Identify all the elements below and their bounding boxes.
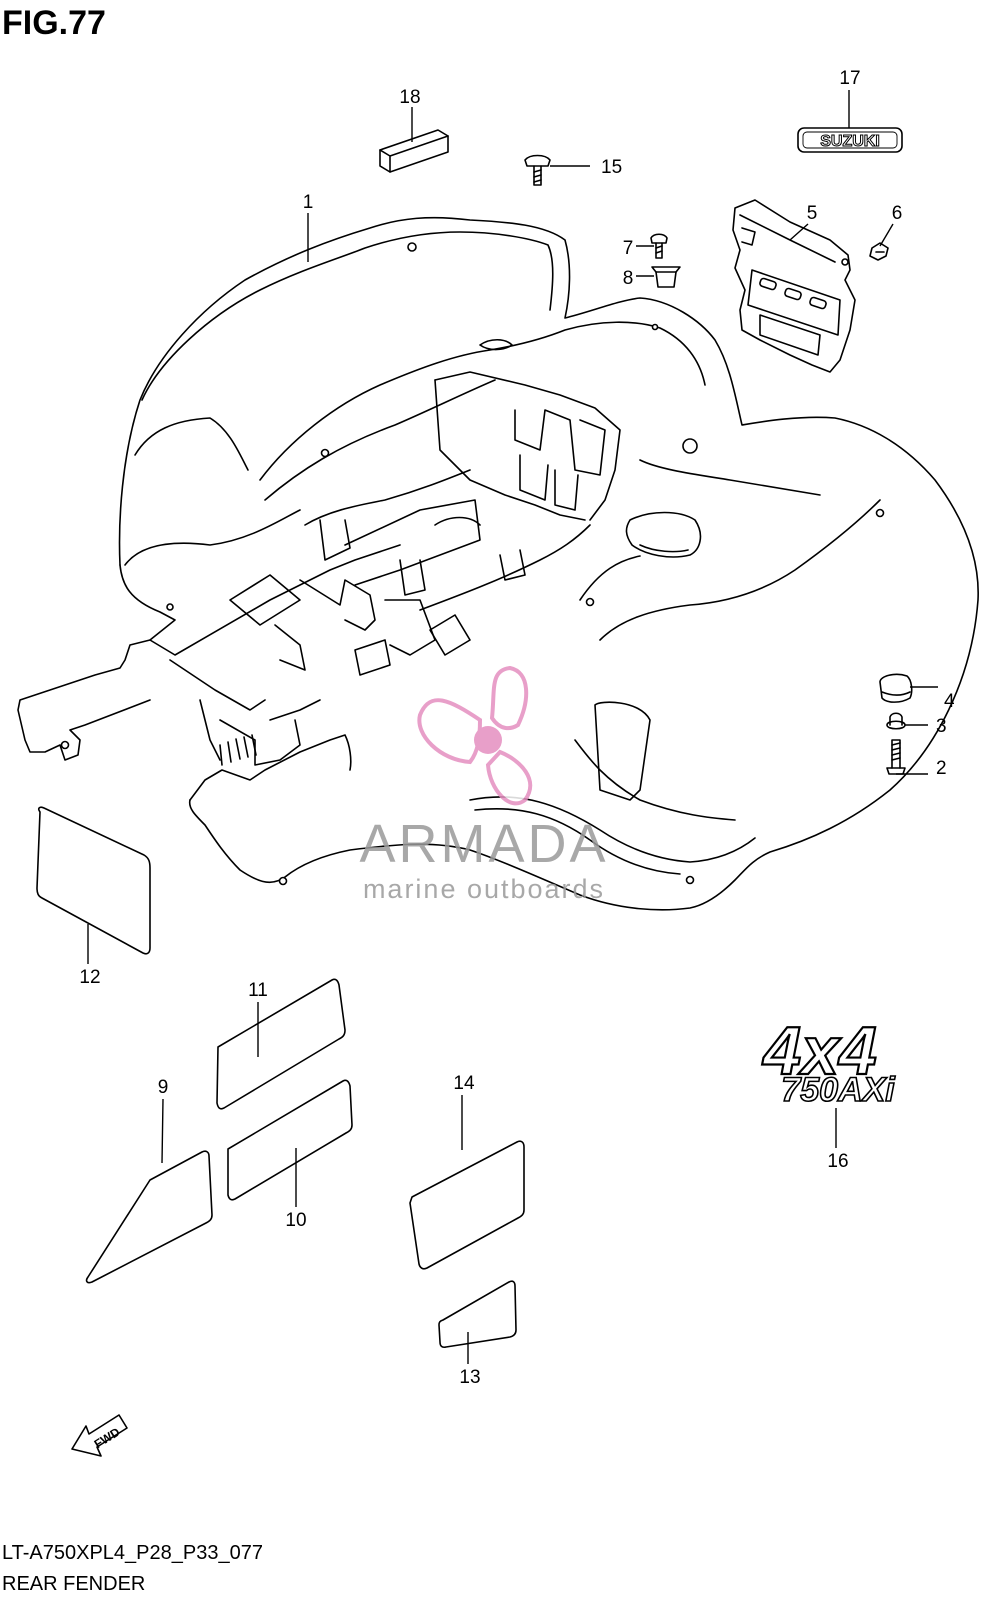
emblem-750axi-text: 750AXi <box>781 1071 896 1109</box>
callout-7: 7 <box>623 238 634 259</box>
callout-13: 13 <box>459 1367 480 1388</box>
callout-6: 6 <box>892 203 903 224</box>
emblem-4x4-text: 4x4 <box>761 1013 876 1089</box>
figure-title: FIG.77 <box>2 4 106 42</box>
callout-9: 9 <box>158 1077 169 1098</box>
watermark-name: ARMADA <box>359 814 608 874</box>
leader-lines <box>87 90 938 1364</box>
screw-part-15 <box>524 154 551 186</box>
armada-watermark: ARMADA marine outboards <box>359 665 608 904</box>
pad-part-11 <box>216 978 346 1110</box>
callout-18: 18 <box>399 87 420 108</box>
callout-4: 4 <box>944 691 955 712</box>
callout-1: 1 <box>303 192 314 213</box>
bolt-part-2 <box>886 739 906 775</box>
callout-12: 12 <box>79 967 100 988</box>
callout-numbers: 1 2 3 4 5 6 7 8 9 10 11 12 13 14 15 16 1… <box>79 68 955 1388</box>
screw-part-7 <box>650 233 668 259</box>
watermark-tagline: marine outboards <box>363 874 605 904</box>
decal-part-12 <box>36 806 151 955</box>
propeller-logo-icon <box>417 665 533 806</box>
diagram-name: REAR FENDER <box>2 1573 146 1595</box>
callout-16: 16 <box>827 1151 848 1172</box>
suzuki-emblem-part-17: SUZUKI <box>797 127 903 153</box>
decal-part-14 <box>409 1140 525 1270</box>
clip-part-6 <box>869 242 889 261</box>
diagram-code: LT-A750XPL4_P28_P33_077 <box>2 1542 263 1564</box>
callout-14: 14 <box>453 1073 475 1094</box>
bracket-part-5 <box>732 199 856 373</box>
rear-fender-part <box>17 216 979 911</box>
4x4-750axi-emblem-part-16: 4x4 750AXi <box>760 1012 897 1110</box>
pad-part-10 <box>227 1079 353 1201</box>
callout-3: 3 <box>936 716 947 737</box>
callout-17: 17 <box>839 68 860 89</box>
pad-part-9 <box>85 1150 213 1284</box>
callout-15: 15 <box>601 157 622 178</box>
callout-2: 2 <box>936 758 947 779</box>
callout-11: 11 <box>248 980 268 1001</box>
nut-part-8 <box>651 266 681 288</box>
spacer-part-18 <box>379 129 449 173</box>
callout-5: 5 <box>807 203 818 224</box>
decal-part-13 <box>438 1280 517 1349</box>
grommet-part-4 <box>879 673 913 703</box>
suzuki-emblem-text: SUZUKI <box>820 133 880 150</box>
collar-part-3 <box>886 712 906 730</box>
forward-direction-arrow-icon: FWD <box>71 1414 128 1457</box>
callout-8: 8 <box>623 268 634 289</box>
callout-10: 10 <box>285 1210 306 1231</box>
